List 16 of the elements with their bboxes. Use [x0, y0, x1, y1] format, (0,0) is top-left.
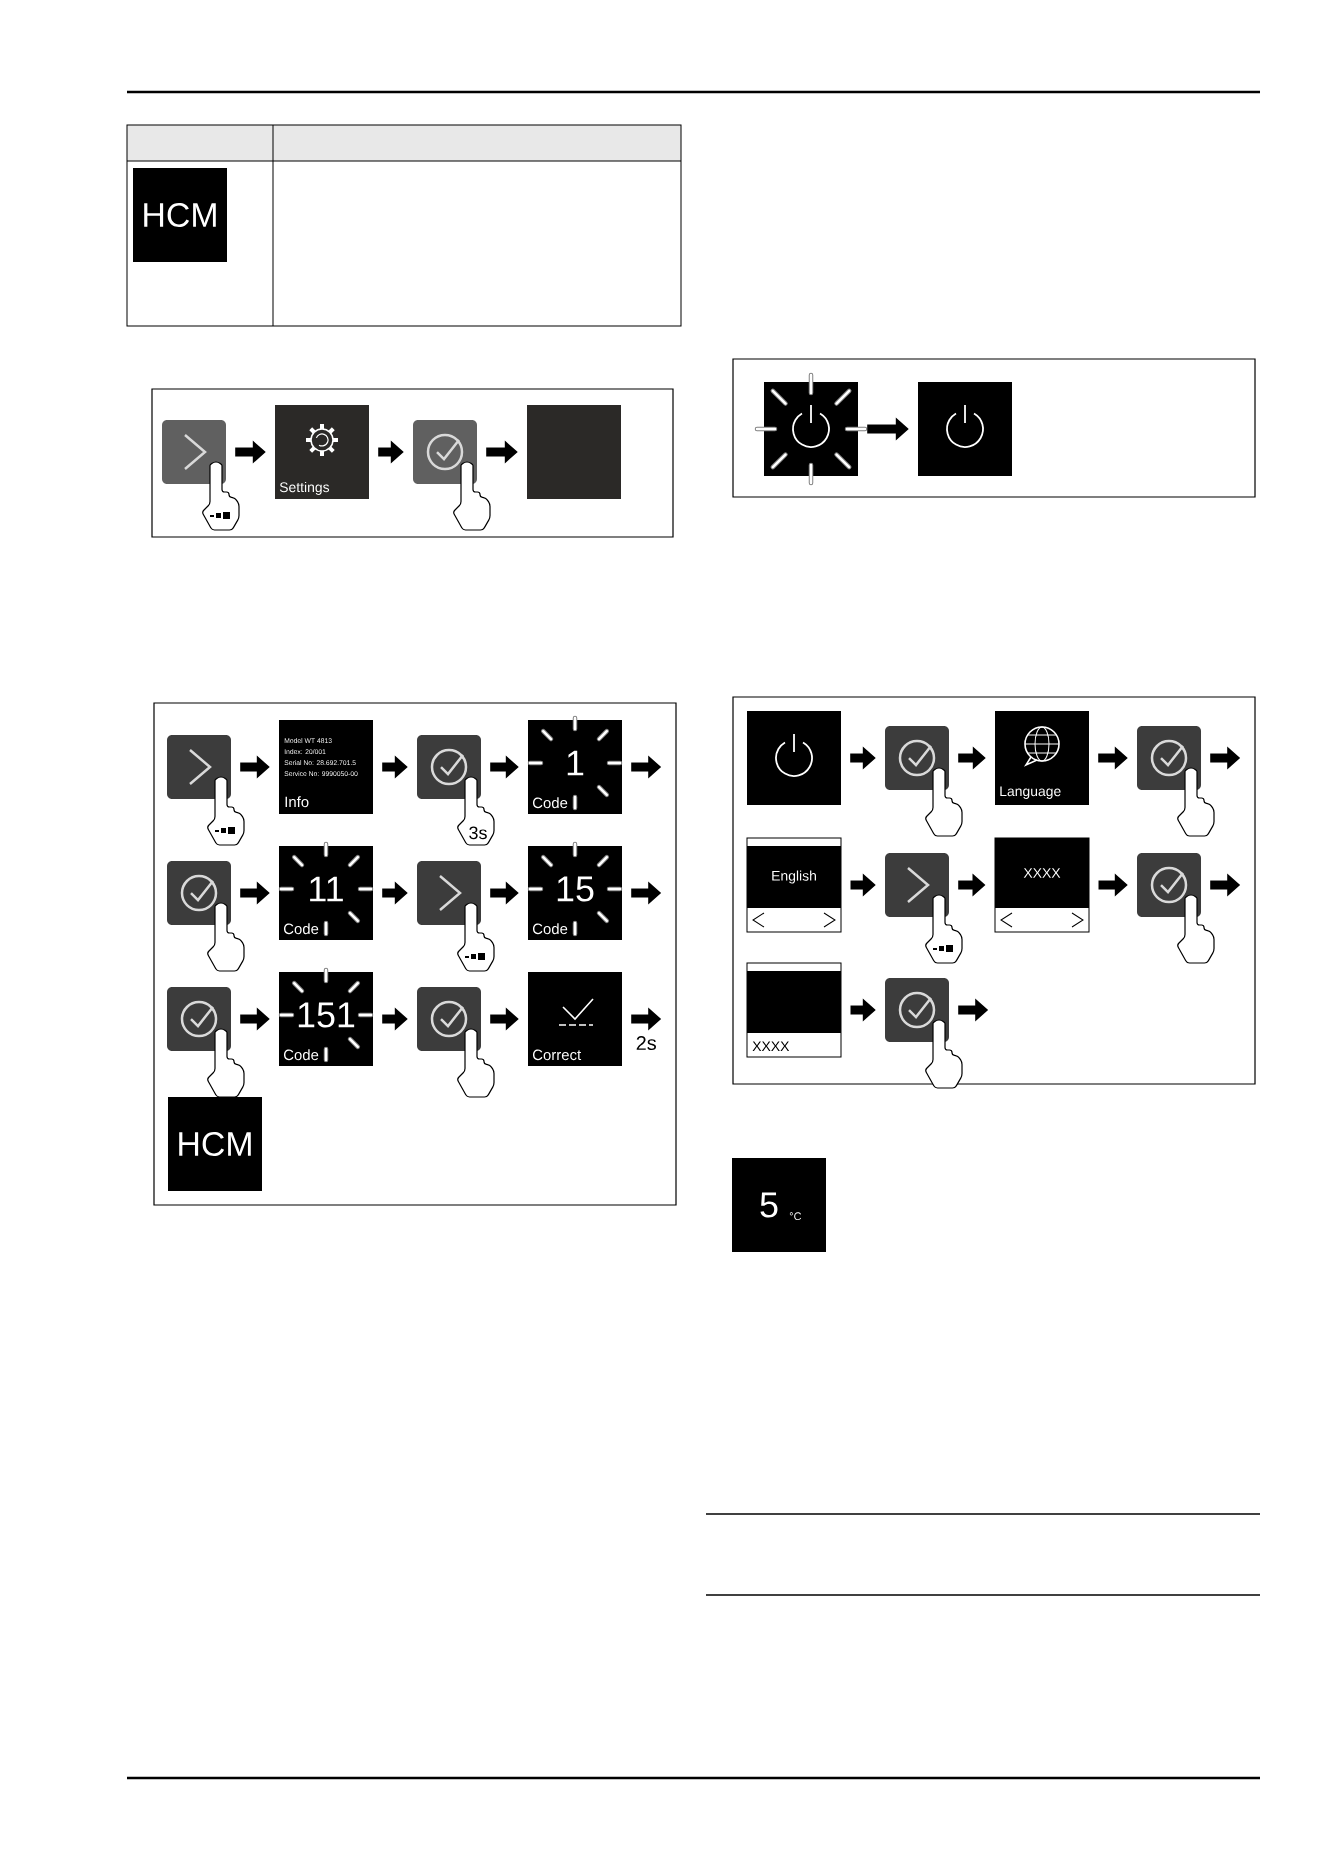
- code-screen: 15 Code: [528, 846, 622, 940]
- display-screen: XXXX: [746, 962, 842, 1058]
- temperature-display: 5 °C: [732, 1158, 826, 1252]
- display-screen: HCM: [133, 168, 227, 262]
- selection-screen: English: [746, 837, 842, 933]
- display-screen: HCM: [168, 1097, 262, 1191]
- settings-screen: Settings: [275, 405, 369, 499]
- confirmation-screen: Correct: [528, 972, 622, 1066]
- blank-screen: [527, 405, 621, 499]
- language-screen: Language: [995, 711, 1089, 805]
- code-screen: 151 Code: [279, 972, 373, 1066]
- code-screen: 11 Code: [279, 846, 373, 940]
- selection-screen: XXXX: [994, 837, 1090, 933]
- duration-label: 3s: [469, 826, 487, 840]
- edge-label: 2s: [636, 1035, 656, 1051]
- code-screen: 1 Code: [528, 720, 622, 814]
